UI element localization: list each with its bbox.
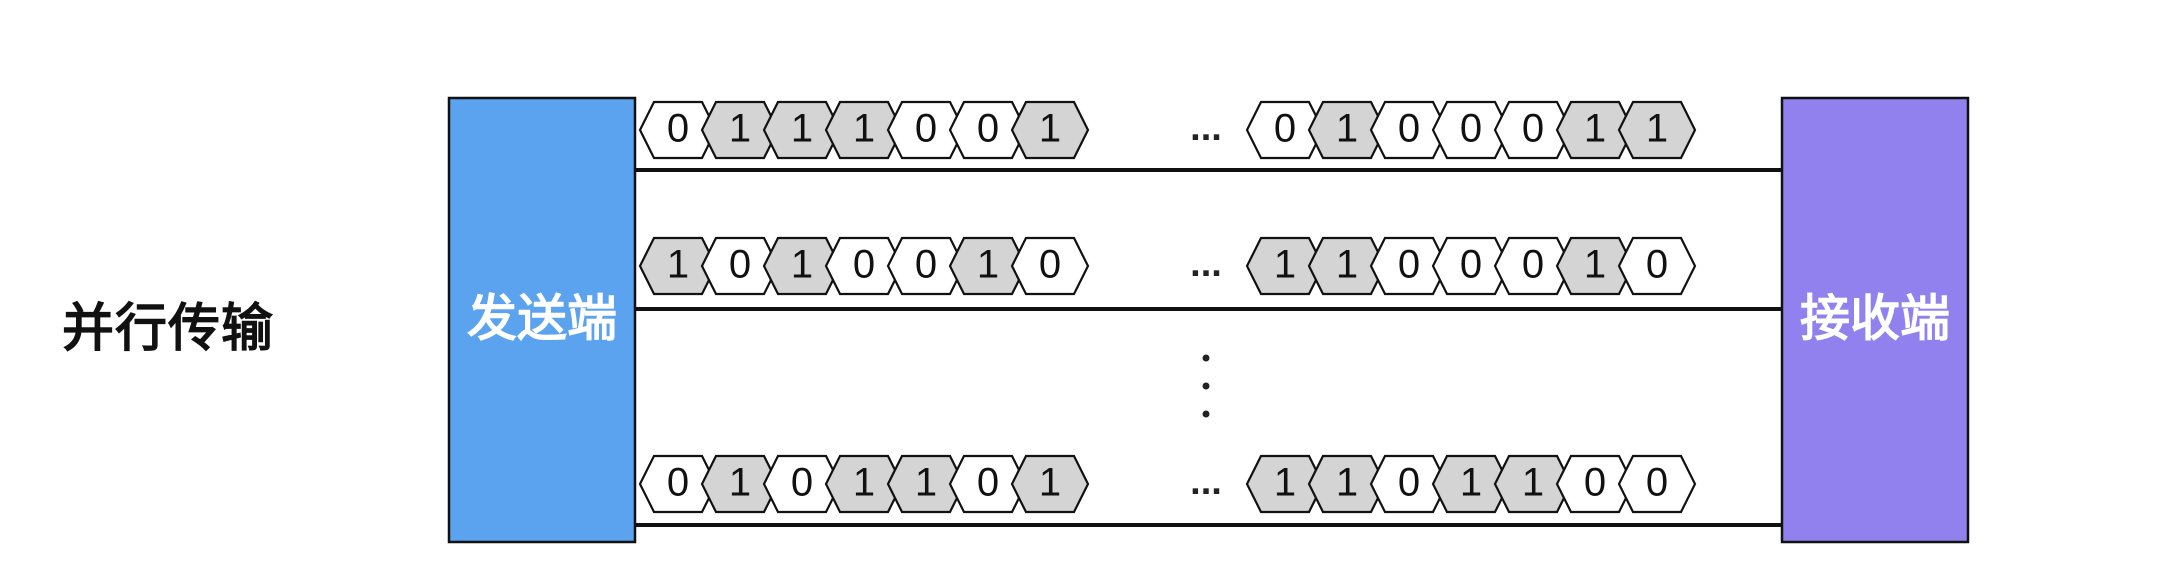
bit-value: 1 [1039, 461, 1061, 505]
bit-value: 1 [853, 107, 875, 151]
bit-cell: 0 [1369, 100, 1449, 160]
bit-cell: 0 [1617, 454, 1697, 514]
sender-label: 发送端 [467, 290, 617, 348]
horizontal-ellipsis: ... [1190, 243, 1222, 285]
bit-cell: 0 [638, 454, 718, 514]
bit-value: 1 [1336, 461, 1358, 505]
bit-cell: 0 [948, 100, 1028, 160]
bit-value: 1 [791, 107, 813, 151]
diagram-title: 并行传输 [62, 299, 275, 359]
bit-cell: 1 [762, 236, 842, 296]
bit-cell: 0 [1010, 236, 1090, 296]
bit-value: 0 [1460, 107, 1482, 151]
bit-cell: 0 [1493, 100, 1573, 160]
bit-cell: 0 [638, 100, 718, 160]
bit-value: 0 [1522, 107, 1544, 151]
vertical-ellipsis-dot [1202, 410, 1210, 418]
bit-cell: 1 [1493, 454, 1573, 514]
bit-value: 1 [915, 461, 937, 505]
bit-value: 0 [853, 243, 875, 287]
bit-value: 0 [1274, 107, 1296, 151]
bit-value: 0 [667, 107, 689, 151]
bit-value: 1 [853, 461, 875, 505]
bit-value: 0 [977, 461, 999, 505]
bit-cell: 0 [700, 236, 780, 296]
bit-value: 1 [729, 461, 751, 505]
receiver-box [1780, 96, 1970, 544]
bit-value: 1 [1274, 461, 1296, 505]
bit-hexagon [1010, 100, 1090, 160]
bit-hexagon [1617, 454, 1697, 514]
bit-cell: 1 [1307, 236, 1387, 296]
bit-value: 1 [729, 107, 751, 151]
bit-value: 0 [915, 243, 937, 287]
bit-value: 0 [729, 243, 751, 287]
bit-cell: 1 [700, 100, 780, 160]
bit-value: 1 [791, 243, 813, 287]
bit-cell: 0 [886, 100, 966, 160]
bit-cell: 0 [1617, 236, 1697, 296]
bit-value: 0 [1398, 107, 1420, 151]
bit-cell: 1 [1010, 100, 1090, 160]
bit-value: 1 [667, 243, 689, 287]
bit-cell: 1 [1307, 454, 1387, 514]
horizontal-ellipsis: ... [1190, 461, 1222, 503]
bit-value: 0 [1522, 243, 1544, 287]
bit-value: 0 [977, 107, 999, 151]
bit-hexagon [1617, 236, 1697, 296]
sender-box [447, 96, 637, 544]
bit-cell: 1 [762, 100, 842, 160]
bit-value: 0 [1646, 461, 1668, 505]
bit-cell: 1 [638, 236, 718, 296]
bit-cell: 0 [1493, 236, 1573, 296]
bit-cell: 0 [762, 454, 842, 514]
bit-cell: 1 [1617, 100, 1697, 160]
bit-cell: 1 [1245, 236, 1325, 296]
bit-value: 0 [791, 461, 813, 505]
bit-value: 0 [667, 461, 689, 505]
bit-value: 1 [1522, 461, 1544, 505]
bit-cell: 0 [948, 454, 1028, 514]
bit-cell: 0 [1245, 100, 1325, 160]
bit-value: 0 [1584, 461, 1606, 505]
bit-cell: 1 [1307, 100, 1387, 160]
bit-value: 0 [1460, 243, 1482, 287]
receiver-label: 接收端 [1800, 290, 1950, 348]
bit-cell: 1 [1010, 454, 1090, 514]
bit-hexagon [1617, 100, 1697, 160]
horizontal-ellipsis: ... [1190, 107, 1222, 149]
bit-value: 0 [1646, 243, 1668, 287]
bit-value: 1 [1460, 461, 1482, 505]
bit-cell: 1 [824, 454, 904, 514]
bit-value: 1 [1039, 107, 1061, 151]
vertical-ellipsis-dot [1202, 382, 1210, 390]
bit-value: 1 [1336, 107, 1358, 151]
bit-cell: 1 [1555, 100, 1635, 160]
bit-hexagon [1010, 236, 1090, 296]
bit-value: 1 [1336, 243, 1358, 287]
bit-value: 0 [1398, 461, 1420, 505]
bit-value: 0 [915, 107, 937, 151]
bit-value: 1 [977, 243, 999, 287]
bit-value: 1 [1584, 243, 1606, 287]
bit-value: 0 [1398, 243, 1420, 287]
bit-value: 1 [1584, 107, 1606, 151]
bit-cell: 1 [1555, 236, 1635, 296]
bit-cell: 1 [948, 236, 1028, 296]
bit-hexagon [1010, 454, 1090, 514]
bit-value: 1 [1274, 243, 1296, 287]
bit-value: 1 [1646, 107, 1668, 151]
bit-cell: 1 [824, 100, 904, 160]
vertical-ellipsis-dot [1202, 354, 1210, 362]
bit-value: 0 [1039, 243, 1061, 287]
